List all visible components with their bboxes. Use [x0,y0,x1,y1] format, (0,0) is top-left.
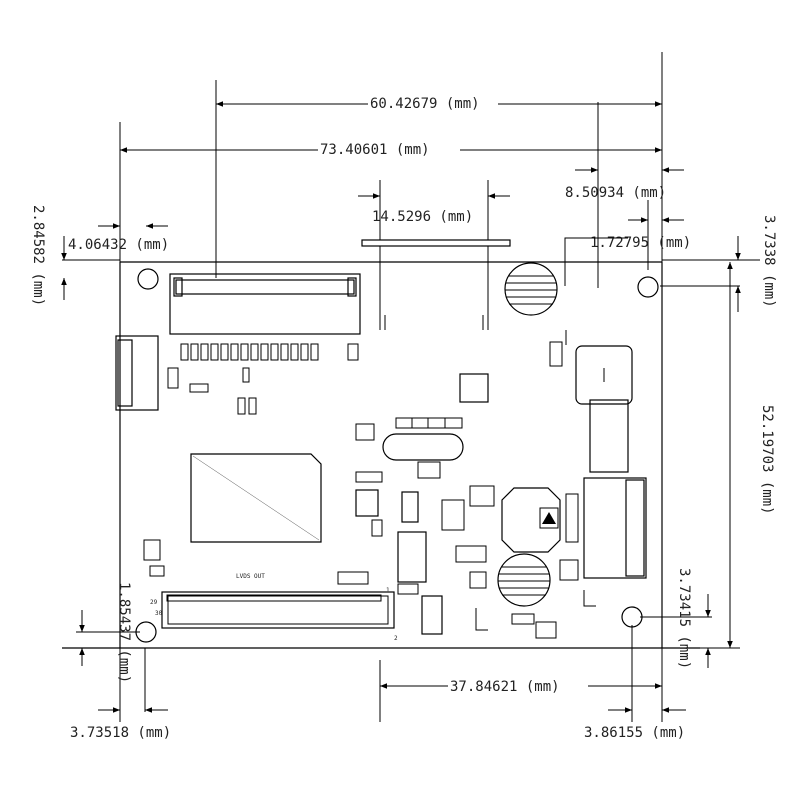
silk-lvds-out: LVDS OUT [236,573,265,580]
dim-3-73518: 3.73518 (mm) [70,725,171,741]
dim-52-19703: 52.19703 (mm) [759,405,775,515]
dim-4-06432: 4.06432 (mm) [68,237,169,253]
mounting-hole-top-left [137,268,159,290]
mounting-hole-top-right [637,276,659,298]
cap-top [504,262,558,316]
smd-b [417,461,441,479]
smd-l [149,565,165,577]
silk-pin-2: 2 [394,635,398,642]
silk-pin-1: 1 [386,587,390,594]
components [115,237,647,639]
dim-3-7338: 3.7338 (mm) [761,215,777,308]
silkscreen: LVDS OUT 29 30 1 2 [150,573,398,642]
mounting-hole-bottom-left [135,621,157,643]
dim-3-86155: 3.86155 (mm) [584,725,685,741]
dc-block [589,399,629,473]
dim-1-85437: 1.85437 (mm) [116,582,132,683]
diode [565,493,579,543]
silk-pin-29: 29 [150,599,158,606]
silk-pin-30: 30 [155,610,163,617]
smd-o [511,613,535,625]
smd-a [355,423,375,441]
smd-g [441,499,465,531]
smd-p [535,621,557,639]
smd-m [559,559,579,581]
smd-d [371,519,383,537]
inductor [501,487,561,553]
smd-j [469,571,487,589]
smd-h [469,485,495,507]
dim-14-5296: 14.5296 (mm) [372,209,473,225]
side-connector-left [115,335,159,411]
mounting-hole-bottom-right [621,606,643,628]
sot-b [421,595,443,635]
dim-60-42679: 60.42679 (mm) [370,96,480,112]
mark-a [475,608,488,631]
mark-b [583,590,596,607]
dim-3-73415: 3.73415 (mm) [676,568,692,669]
outline-bracket [564,237,628,286]
cap-bottom [497,553,551,607]
resistor-row [167,343,359,415]
square-chip [459,373,489,403]
side-connector-right [583,477,647,579]
dim-73-40601: 73.40601 (mm) [320,142,430,158]
smd-i [455,545,487,563]
dim-2-84582: 2.84582 (mm) [30,205,46,306]
dim-37-84621: 37.84621 (mm) [450,679,560,695]
dim-8-50934: 8.50934 (mm) [565,185,666,201]
smd-n [549,341,563,367]
sot-a [401,491,419,523]
main-ic [190,453,322,543]
smd-f [337,571,369,585]
smd-e [397,583,419,595]
transistor-a [355,489,379,517]
fpc-connector-top [169,273,361,335]
smd-c [355,471,383,483]
crystal [382,417,464,461]
lvds-connector [161,591,395,629]
power-jack [575,345,633,405]
dimension-labels: 60.42679 (mm) 73.40601 (mm) 14.5296 (mm)… [30,94,777,741]
soic-a [397,531,427,583]
extension-lines [62,52,760,722]
ribbon-strip [361,239,511,247]
smd-k [143,539,161,561]
mounting-holes [135,268,659,643]
dim-1-72795: 1.72795 (mm) [590,235,691,251]
board-outline [62,261,700,649]
